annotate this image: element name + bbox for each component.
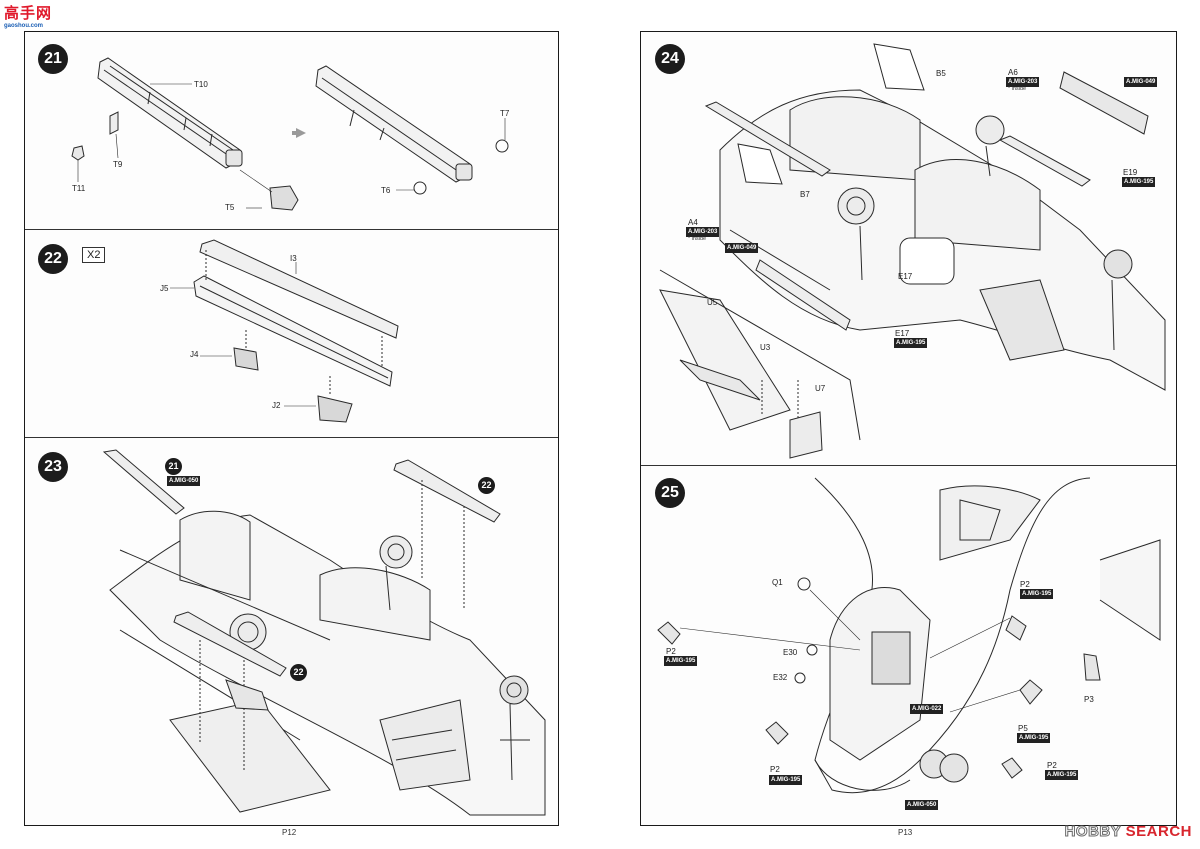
part-label-j2: J2: [272, 401, 281, 410]
part-label-u5: U5: [707, 298, 718, 307]
step-divider: [25, 229, 558, 230]
step-number-22: 22: [38, 244, 68, 274]
paint-ref: A.MIG-195: [1017, 733, 1051, 743]
part-label-e17: E17: [895, 329, 910, 338]
paint-ref: A.MIG-022: [910, 704, 944, 714]
watermark-word: SEARCH: [1125, 823, 1192, 840]
site-logo: 高手网 gaoshou.com: [4, 6, 74, 36]
multiplier-badge: X2: [82, 247, 106, 263]
part-label-j5: J5: [160, 284, 169, 293]
step-divider: [25, 437, 558, 438]
watermark-brand: HOBBY: [1064, 823, 1121, 841]
paint-ref: A.MIG-049: [725, 243, 759, 253]
part-label-p5: P5: [1018, 724, 1028, 733]
part-label-u3: U3: [760, 343, 771, 352]
part-label-i3: I3: [290, 254, 297, 263]
sub-step-badge-22: 22: [478, 477, 495, 494]
part-label-a4: A4: [688, 218, 698, 227]
part-label-b7: B7: [800, 190, 810, 199]
site-logo-url: gaoshou.com: [4, 23, 44, 29]
site-logo-glyphs: 高手网: [4, 5, 53, 22]
part-label-t10: T10: [194, 80, 208, 89]
part-label-p2: P2: [1020, 580, 1030, 589]
hobbysearch-watermark: HOBBY SEARCH: [1064, 823, 1192, 841]
paint-ref: A.MIG-195: [1045, 770, 1079, 780]
part-label-p2: P2: [666, 647, 676, 656]
part-label-t11: T11: [72, 184, 86, 193]
part-label-t7: T7: [500, 109, 510, 118]
part-label-p2: P2: [1047, 761, 1057, 770]
part-label-e19: E19: [1123, 168, 1138, 177]
note-inside: * inside: [688, 236, 707, 242]
paint-ref: A.MIG-195: [894, 338, 928, 348]
paint-ref: A.MIG-195: [1122, 177, 1156, 187]
part-label-t9: T9: [113, 160, 123, 169]
part-label-j4: J4: [190, 350, 199, 359]
part-label-p3: P3: [1084, 695, 1094, 704]
part-label-a6: A6: [1008, 68, 1018, 77]
sub-step-badge-22: 22: [290, 664, 307, 681]
step-number-21: 21: [38, 44, 68, 74]
paint-ref: A.MIG-203: [1006, 77, 1040, 87]
page-number-right: P13: [898, 828, 913, 837]
paint-ref: A.MIG-049: [1124, 77, 1158, 87]
paint-ref: A.MIG-195: [769, 775, 803, 785]
part-label-u7: U7: [815, 384, 826, 393]
part-label-b5: B5: [936, 69, 946, 78]
step-number-24: 24: [655, 44, 685, 74]
paint-ref: A.MIG-050: [167, 476, 201, 486]
paint-ref: A.MIG-050: [905, 800, 939, 810]
step-number-23: 23: [38, 452, 68, 482]
part-label-t5: T5: [225, 203, 235, 212]
sub-step-badge-21: 21: [165, 458, 182, 475]
paint-ref: A.MIG-195: [664, 656, 698, 666]
paint-ref: A.MIG-195: [1020, 589, 1054, 599]
part-label-p2: P2: [770, 765, 780, 774]
note-inside: * inside: [1008, 86, 1027, 92]
part-label-e32: E32: [773, 673, 788, 682]
part-label-q1: Q1: [772, 578, 783, 587]
step-divider: [641, 465, 1176, 466]
paint-ref: A.MIG-203: [686, 227, 720, 237]
step-number-25: 25: [655, 478, 685, 508]
page-number-left: P12: [282, 828, 297, 837]
part-label-e30: E30: [783, 648, 798, 657]
part-label-t6: T6: [381, 186, 391, 195]
part-label-e17: E17: [898, 272, 913, 281]
